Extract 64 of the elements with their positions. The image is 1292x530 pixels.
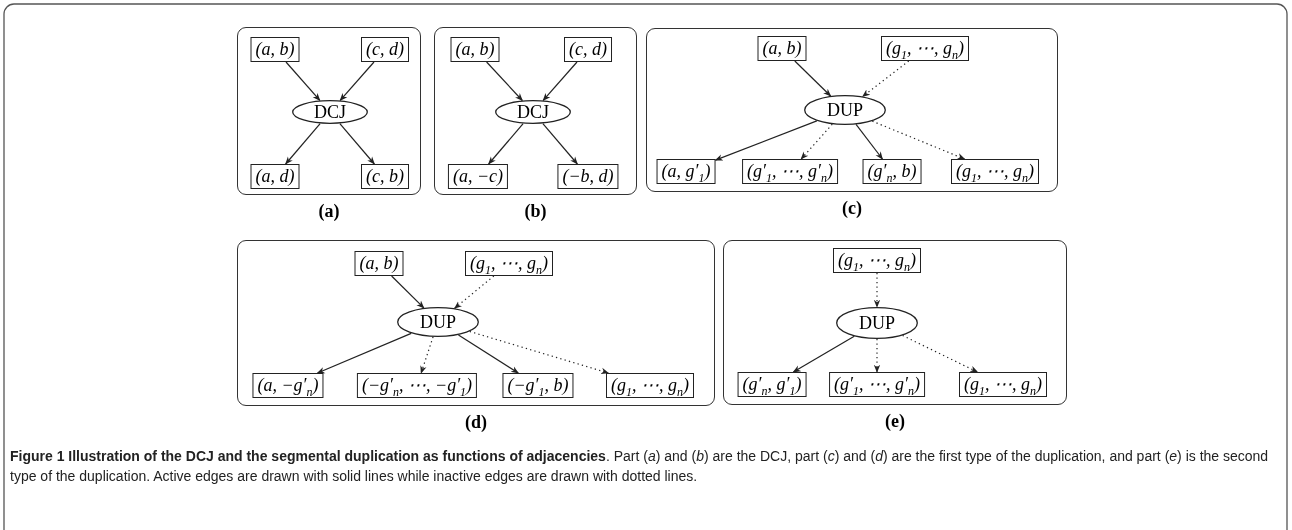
adjacency-box: (c, d) [564, 37, 612, 62]
dotted-arrow [862, 60, 910, 98]
arrow [542, 61, 578, 102]
operation-ellipse: DUP [804, 95, 886, 125]
arrow [714, 120, 818, 161]
dotted-arrow [454, 275, 495, 309]
panel-label: (b) [524, 201, 547, 222]
dotted-arrow [871, 120, 966, 160]
arrow [486, 61, 523, 102]
adjacency-box: (a, −g′$_{n}$) [252, 373, 324, 398]
adjacency-box: (a, −c) [447, 164, 509, 189]
arrow [339, 123, 375, 165]
arrow [339, 61, 375, 102]
adjacency-box: (c, b) [361, 164, 409, 189]
adjacency-box: (a, d) [250, 164, 300, 189]
dotted-arrow [902, 334, 979, 373]
arrow [542, 123, 578, 165]
arrow [285, 61, 321, 102]
arrow [457, 334, 519, 374]
adjacency-box: (a, b) [450, 37, 500, 62]
panel-frame [723, 240, 1067, 405]
panel-frame [237, 240, 715, 406]
arrow [794, 60, 832, 97]
adjacency-box: (g$_{1}$, ⋯, g$_{n}$) [951, 159, 1039, 184]
adjacency-box: (g$_{1}$, ⋯, g$_{n}$) [606, 373, 694, 398]
adjacency-box: (g$_{1}$, ⋯, g$_{n}$) [959, 372, 1047, 397]
arrow [316, 332, 412, 374]
dotted-arrow [873, 272, 881, 308]
arrow [285, 123, 321, 165]
adjacency-box: (a, b) [354, 251, 404, 276]
figure-caption: Figure 1 Illustration of the DCJ and the segmental duplication as functions of adjacencies. Part (a) and (b) are the DCJ, part (c) and (d) are the first type of the duplication, and part (e) is the second type of the duplication. Active edges are drawn with solid lines while inactive edges are drawn with dotted lines. [10, 447, 1270, 486]
dotted-arrow [469, 330, 610, 374]
arrow [792, 335, 855, 373]
operation-ellipse: DCJ [292, 100, 368, 124]
adjacency-box: (g′$_{1}$, ⋯, g′$_{n}$) [742, 159, 838, 184]
operation-ellipse: DCJ [495, 100, 571, 124]
adjacency-box: (a, b) [757, 36, 807, 61]
dotted-arrow [873, 338, 881, 373]
adjacency-box: (c, d) [361, 37, 409, 62]
adjacency-box: (g′$_{n}$, g′$_{1}$) [737, 372, 807, 397]
adjacency-box: (−g′$_{n}$, ⋯, −g′$_{1}$) [356, 373, 478, 398]
panel-label: (a) [318, 201, 340, 222]
adjacency-box: (a, b) [250, 37, 300, 62]
adjacency-box: (a, g′$_{1}$) [656, 159, 716, 184]
panel-label: (d) [465, 412, 487, 433]
adjacency-box: (g′$_{n}$, b) [862, 159, 922, 184]
panel-frame [434, 27, 637, 195]
adjacency-box: (−g′$_{1}$, b) [502, 373, 574, 398]
panel-frame [237, 27, 421, 195]
operation-ellipse: DUP [397, 307, 479, 337]
dotted-arrow [420, 336, 434, 374]
panel-frame [646, 28, 1058, 192]
dotted-arrow [800, 123, 833, 160]
adjacency-box: (g$_{1}$, ⋯, g$_{n}$) [833, 248, 921, 273]
panel-label: (e) [885, 411, 905, 432]
adjacency-box: (g′$_{1}$, ⋯, g′$_{n}$) [829, 372, 925, 397]
adjacency-box: (g$_{1}$, ⋯, g$_{n}$) [465, 251, 553, 276]
panel-label: (c) [842, 198, 862, 219]
adjacency-box: (g$_{1}$, ⋯, g$_{n}$) [881, 36, 969, 61]
adjacency-box: (−b, d) [557, 164, 619, 189]
arrow [391, 275, 425, 309]
arrow [855, 123, 884, 160]
operation-ellipse: DUP [836, 307, 918, 339]
arrow [488, 123, 524, 165]
